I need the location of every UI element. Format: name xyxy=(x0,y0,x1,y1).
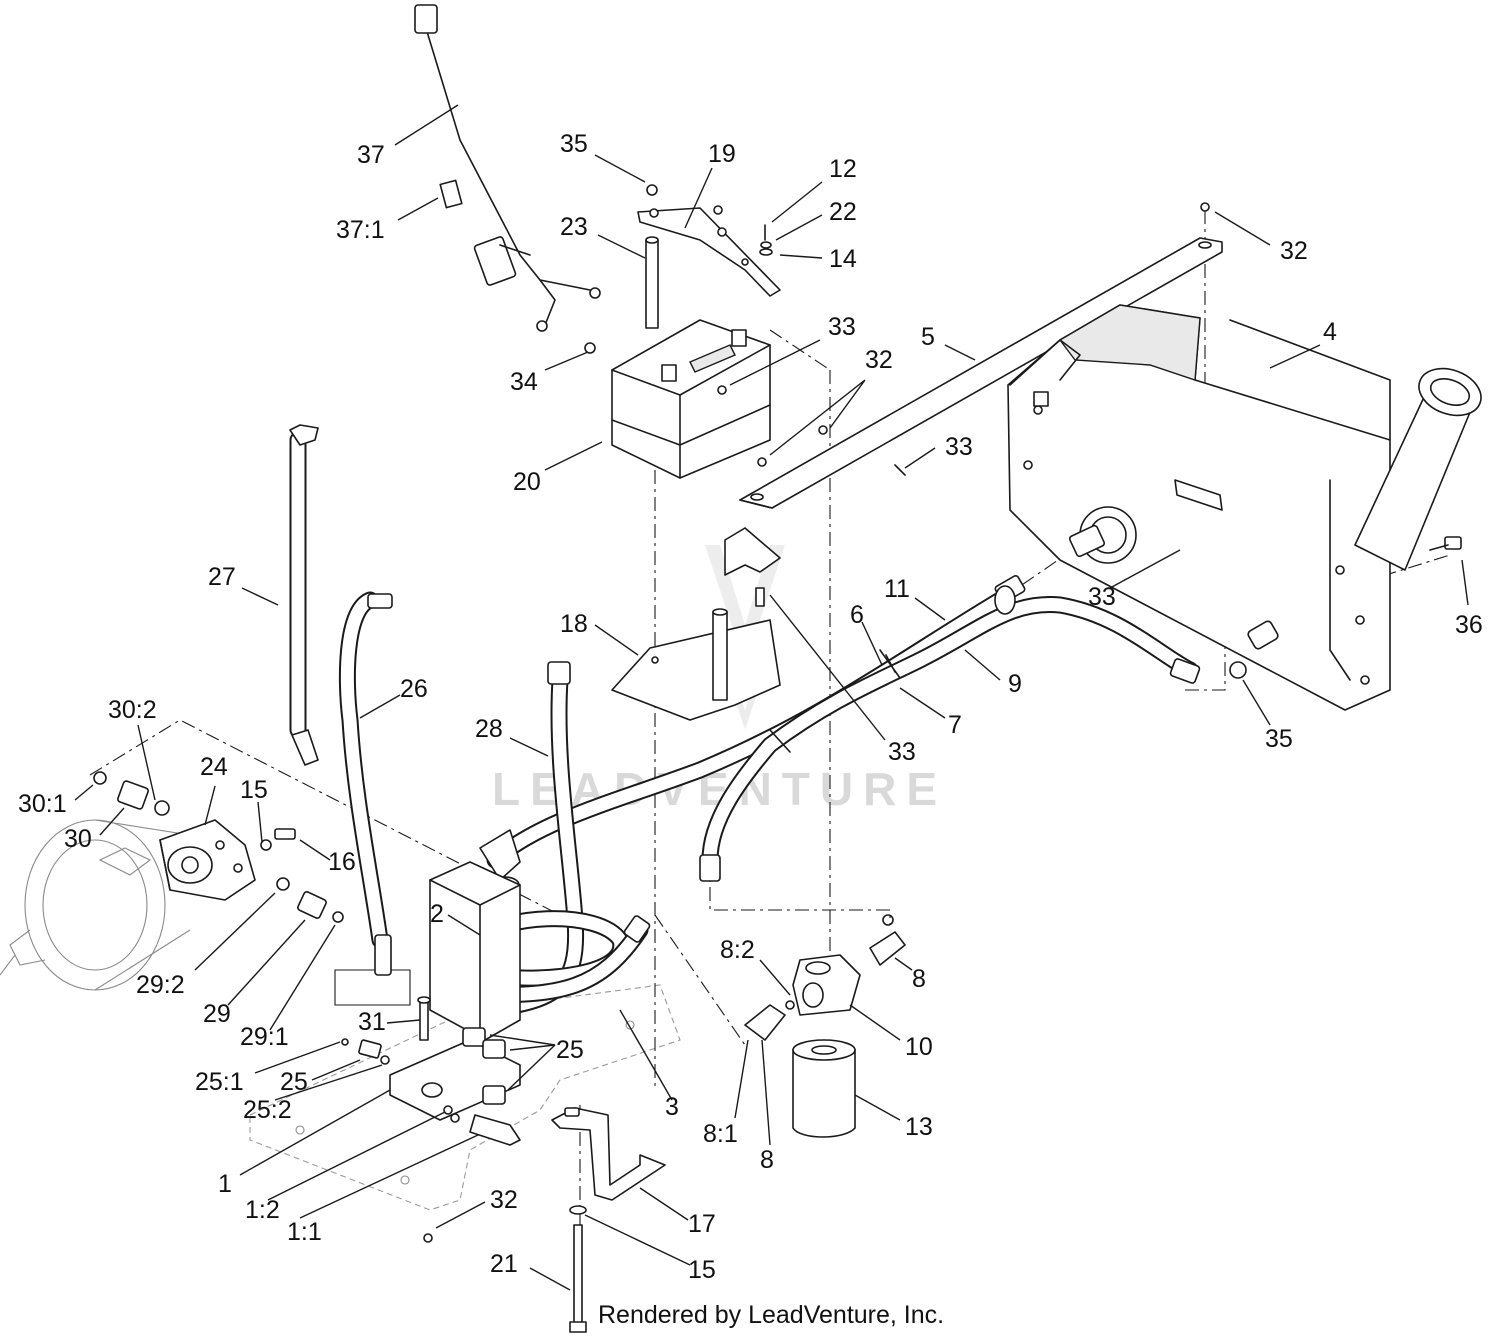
callout-6: 6 xyxy=(850,601,864,629)
callout-25-1: 25:1 xyxy=(195,1068,244,1096)
callout-8-1: 8:1 xyxy=(703,1120,738,1148)
callout-3: 3 xyxy=(665,1093,679,1121)
hold-down-rod xyxy=(645,236,659,329)
callout-1-2: 1:2 xyxy=(245,1196,280,1224)
callout-23: 23 xyxy=(560,213,588,241)
wire-harness xyxy=(414,4,601,332)
nut xyxy=(1229,661,1247,679)
mounting-plate-ghost xyxy=(249,984,681,1211)
return-hose xyxy=(701,595,1199,869)
callout-27: 27 xyxy=(208,563,236,591)
callout-19: 19 xyxy=(708,140,736,168)
callout-29-2: 29:2 xyxy=(136,971,185,999)
callout-14: 14 xyxy=(829,245,857,273)
nut-bottom xyxy=(423,1233,433,1243)
callout-15-pump: 15 xyxy=(240,776,268,804)
pressure-hose-26 xyxy=(338,591,393,976)
battery-hold-down-bracket xyxy=(637,207,781,297)
callout-7: 7 xyxy=(948,711,962,739)
callout-29: 29 xyxy=(203,1000,231,1028)
leader-lines xyxy=(74,104,1469,1291)
callout-28: 28 xyxy=(475,715,503,743)
callout-29-1: 29:1 xyxy=(240,1023,289,1051)
callout-33-strap: 33 xyxy=(945,433,973,461)
cover-plate xyxy=(611,608,781,721)
tank-elbow-fitting xyxy=(1247,620,1279,650)
callout-8-2: 8:2 xyxy=(720,936,755,964)
callout-25-2: 25:2 xyxy=(243,1096,292,1124)
callout-1-1: 1:1 xyxy=(287,1218,322,1246)
mount-bracket xyxy=(724,527,781,607)
pump-bolt xyxy=(260,828,296,851)
support-bracket xyxy=(551,1107,666,1201)
callout-31: 31 xyxy=(358,1008,386,1036)
callout-labels: 37 37:1 35 19 23 12 22 14 32 5 4 33 34 3… xyxy=(18,130,1483,1284)
callout-16: 16 xyxy=(328,848,356,876)
tank-fitting xyxy=(1068,506,1137,564)
callout-20: 20 xyxy=(513,468,541,496)
callout-4: 4 xyxy=(1323,318,1337,346)
callout-26: 26 xyxy=(400,675,428,703)
callout-32-bottom: 32 xyxy=(490,1186,518,1214)
callout-34: 34 xyxy=(510,368,538,396)
battery xyxy=(611,319,771,479)
filter-head xyxy=(792,954,861,1016)
callout-35-tank: 35 xyxy=(1265,725,1293,753)
hydraulic-pump xyxy=(159,819,256,901)
pump-outlet-fitting xyxy=(276,877,344,923)
engine-housing-ghost xyxy=(0,819,191,991)
filter-outlet-elbow xyxy=(869,914,906,966)
callout-17: 17 xyxy=(688,1210,716,1238)
callout-12: 12 xyxy=(829,155,857,183)
callout-30-1: 30:1 xyxy=(18,790,67,818)
callout-22: 22 xyxy=(829,198,857,226)
valve-block-fittings xyxy=(341,1027,521,1146)
callout-8-right: 8 xyxy=(912,965,926,993)
callout-8-bottom: 8 xyxy=(760,1146,774,1174)
oil-filter xyxy=(792,1039,856,1138)
pump-inlet-fitting xyxy=(93,771,170,816)
callout-5: 5 xyxy=(921,323,935,351)
fuse xyxy=(439,179,463,209)
callout-11: 11 xyxy=(884,575,910,603)
callout-9: 9 xyxy=(1008,670,1022,698)
footer-credit: Rendered by LeadVenture, Inc. xyxy=(598,1301,944,1329)
callout-37: 37 xyxy=(357,141,385,169)
callout-2: 2 xyxy=(430,900,444,928)
callout-15-bottom: 15 xyxy=(688,1256,716,1284)
hose-clamps xyxy=(769,585,1016,753)
battery-terminal-hardware xyxy=(584,342,727,395)
callout-25-right: 25 xyxy=(556,1036,584,1064)
callout-24: 24 xyxy=(200,753,228,781)
callout-25-left: 25 xyxy=(280,1068,308,1096)
callout-36: 36 xyxy=(1455,611,1483,639)
filler-neck xyxy=(1354,367,1482,571)
pressure-hose-27 xyxy=(289,424,319,766)
bracket-hardware xyxy=(646,184,773,256)
valve-block-assembly xyxy=(389,861,521,1121)
callout-1: 1 xyxy=(218,1170,232,1198)
filter-inlet-elbow xyxy=(744,1000,795,1041)
callout-21: 21 xyxy=(490,1250,518,1278)
callout-33-tank: 33 xyxy=(1088,583,1116,611)
callout-32-top: 32 xyxy=(1280,237,1308,265)
callout-13: 13 xyxy=(905,1113,933,1141)
callout-18: 18 xyxy=(560,610,588,638)
callout-30: 30 xyxy=(64,825,92,853)
support-strap xyxy=(739,202,1223,509)
bolt xyxy=(1429,536,1462,551)
callout-33-bracket: 33 xyxy=(888,738,916,766)
callout-10: 10 xyxy=(905,1033,933,1061)
callout-30-2: 30:2 xyxy=(108,696,157,724)
hydraulic-tank xyxy=(1007,304,1391,711)
callout-35-top: 35 xyxy=(560,130,588,158)
callout-37-1: 37:1 xyxy=(336,216,385,244)
suction-hose xyxy=(486,591,1009,869)
callout-33-battery: 33 xyxy=(828,313,856,341)
long-bolt xyxy=(569,1205,587,1333)
callout-32-strap: 32 xyxy=(865,346,893,374)
